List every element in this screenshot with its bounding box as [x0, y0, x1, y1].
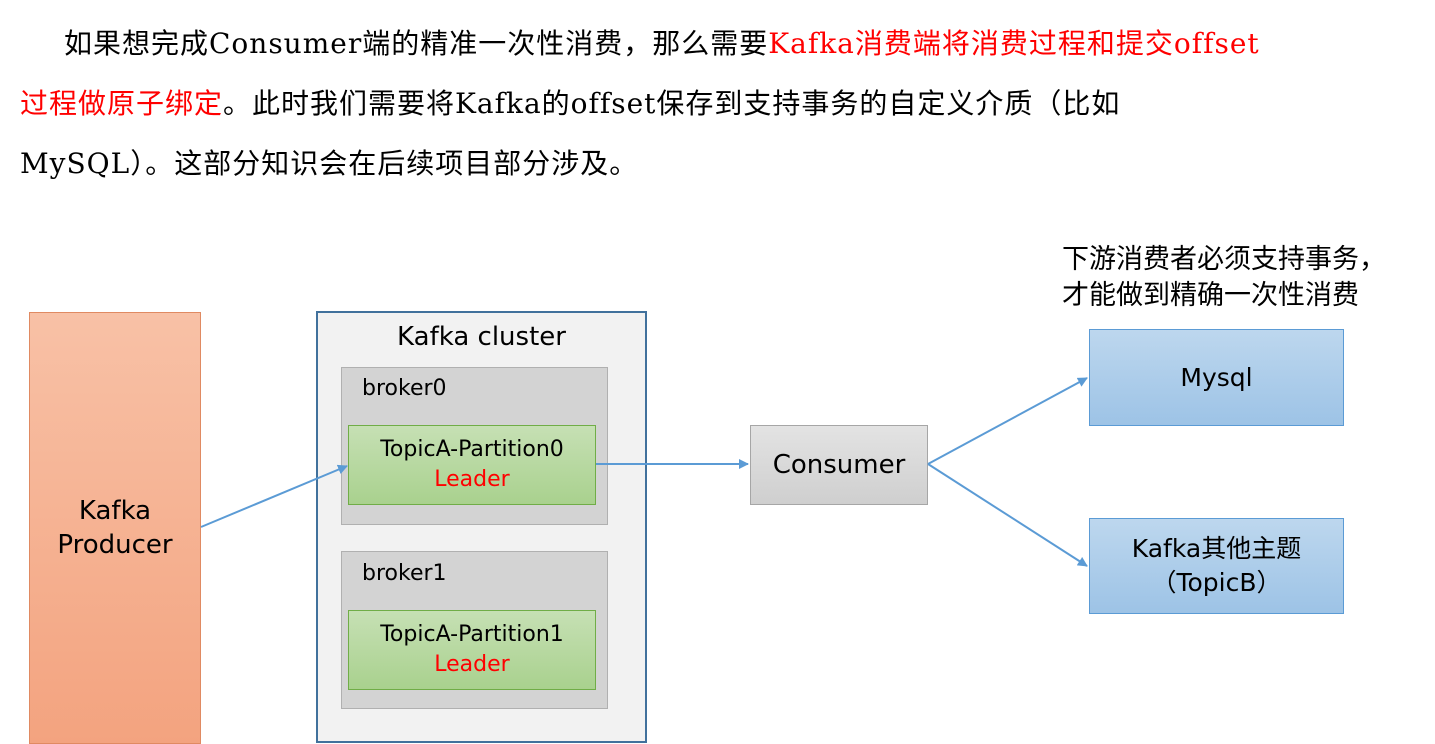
broker-0-label: broker0: [362, 376, 447, 401]
transaction-note: 下游消费者必须支持事务， 才能做到精确一次性消费: [1062, 242, 1386, 314]
broker-1-label: broker1: [362, 561, 447, 586]
kafka-producer-box: Kafka Producer: [29, 312, 201, 744]
producer-label-line-1: Kafka: [78, 496, 152, 526]
consumer-box: Consumer: [750, 425, 928, 505]
consumer-to-topic-arrow: [927, 463, 1088, 567]
paragraph-line-1-text: 如果想完成Consumer端的精准一次性消费，那么需要: [64, 27, 769, 60]
paragraph-line-2-highlight: 过程做原子绑定: [20, 87, 224, 120]
other-topic-label-line-2: （TopicB）: [1151, 568, 1282, 597]
consumer-label: Consumer: [772, 450, 906, 480]
paragraph-line-2: 过程做原子绑定。此时我们需要将Kafka的offset保存到支持事务的自定义介质…: [20, 74, 1420, 134]
mysql-label: Mysql: [1180, 362, 1253, 392]
note-line-1: 下游消费者必须支持事务，: [1062, 244, 1386, 275]
paragraph-line-2-text: 。此时我们需要将Kafka的offset保存到支持事务的自定义介质（比如: [223, 87, 1121, 120]
cluster-title: Kafka cluster: [397, 322, 566, 352]
paragraph-line-3: MySQL）。这部分知识会在后续项目部分涉及。: [20, 147, 639, 180]
other-topic-label-line-1: Kafka其他主题: [1131, 534, 1302, 563]
partition-0-box: TopicA-Partition0 Leader: [348, 425, 596, 505]
note-line-2: 才能做到精确一次性消费: [1062, 280, 1359, 311]
partition-1-name: TopicA-Partition1: [380, 622, 564, 647]
paragraph-line-1-highlight: Kafka消费端将消费过程和提交offset: [768, 27, 1260, 60]
partition-1-role: Leader: [434, 652, 510, 677]
mysql-box: Mysql: [1089, 329, 1344, 426]
intro-paragraph: 如果想完成Consumer端的精准一次性消费，那么需要Kafka消费端将消费过程…: [20, 14, 1420, 194]
consumer-to-mysql-arrow: [927, 377, 1088, 465]
paragraph-line-1: 如果想完成Consumer端的精准一次性消费，那么需要Kafka消费端将消费过程…: [20, 14, 1420, 74]
partition-0-role: Leader: [434, 467, 510, 492]
partition-1-box: TopicA-Partition1 Leader: [348, 610, 596, 690]
partition-0-name: TopicA-Partition0: [380, 437, 564, 462]
producer-label-line-2: Producer: [57, 530, 173, 560]
other-topic-box: Kafka其他主题 （TopicB）: [1089, 518, 1344, 614]
